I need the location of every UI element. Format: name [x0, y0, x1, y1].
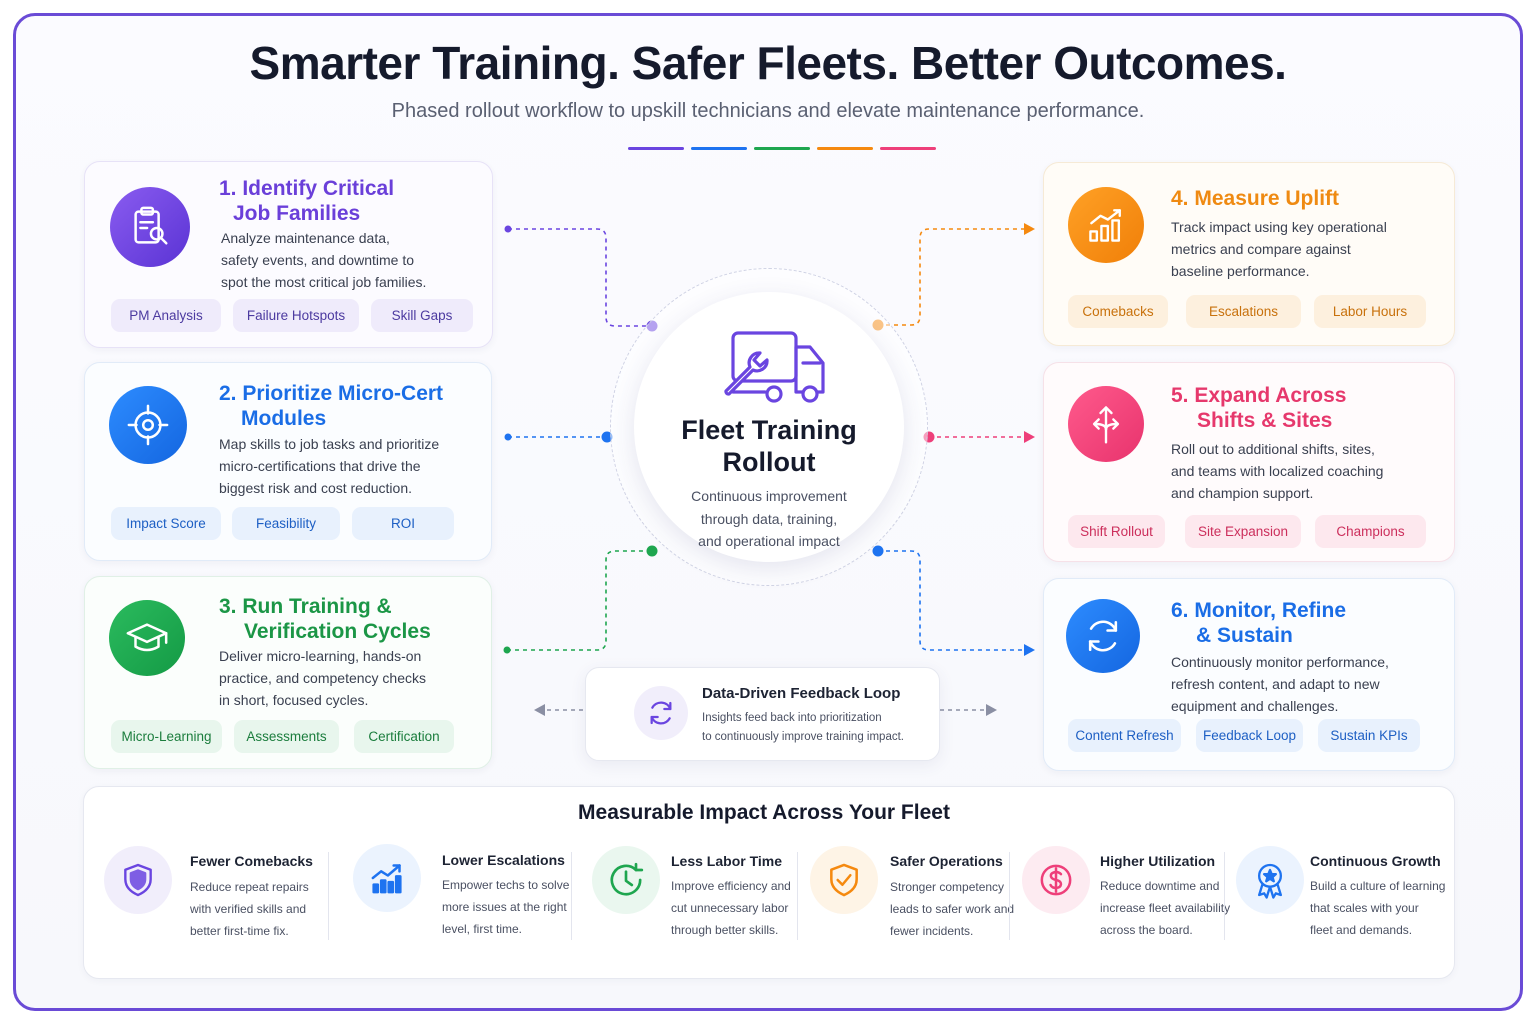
feedback-loop-icon-badge — [634, 686, 688, 740]
page-subtitle: Phased rollout workflow to upskill techn… — [391, 100, 1145, 122]
step-5-icon-badge — [1068, 386, 1144, 462]
impact-3-title: Less Labor Time — [671, 853, 783, 869]
tag-shift-rollout[interactable]: Shift Rollout — [1068, 515, 1165, 548]
tag-feasibility[interactable]: Feasibility — [232, 507, 340, 540]
step-6-title: 6. Monitor, Refine& Sustain — [1171, 599, 1347, 647]
impact-6-title: Continuous Growth — [1310, 853, 1441, 869]
impact-divider — [328, 852, 329, 940]
impact-divider — [571, 852, 572, 940]
tag-roi[interactable]: ROI — [352, 507, 454, 540]
step-6-description: Continuously monitor performance,refresh… — [1171, 654, 1389, 714]
step-6-icon-badge — [1066, 599, 1140, 673]
tag-assessments[interactable]: Assessments — [234, 720, 339, 753]
tag-failure-hotspots[interactable]: Failure Hotspots — [233, 299, 359, 332]
tag-champions[interactable]: Champions — [1315, 515, 1426, 548]
refresh-icon — [1088, 620, 1118, 652]
title-rule-green — [754, 147, 810, 150]
step-5-description: Roll out to additional shifts, sites,and… — [1171, 441, 1384, 501]
tag-comebacks[interactable]: Comebacks — [1068, 295, 1168, 328]
tag-pm-analysis[interactable]: PM Analysis — [111, 299, 221, 332]
bar-chart-up-icon — [1089, 209, 1121, 242]
step-4-title: 4. Measure Uplift — [1171, 187, 1340, 210]
trend-up-chart-icon — [371, 864, 402, 894]
page-title: Smarter Training. Safer Fleets. Better O… — [249, 37, 1287, 89]
graduation-cap-icon — [126, 623, 168, 652]
step-3-icon-badge — [109, 600, 185, 676]
impact-4-icon-badge — [810, 846, 878, 914]
impact-divider — [1009, 852, 1010, 940]
impact-1-title: Fewer Comebacks — [190, 853, 313, 869]
award-ribbon-icon — [1258, 863, 1282, 899]
impact-1-icon-badge — [104, 846, 172, 914]
tag-skill-gaps[interactable]: Skill Gaps — [371, 299, 473, 332]
dollar-icon — [1040, 864, 1072, 896]
tag-sustain-kpis[interactable]: Sustain KPIs — [1318, 719, 1420, 752]
impact-4-title: Safer Operations — [890, 853, 1003, 869]
tag-impact-score[interactable]: Impact Score — [111, 507, 221, 540]
step-3-title: 3. Run Training &Verification Cycles — [219, 595, 431, 643]
title-rule-blue — [691, 147, 747, 150]
impact-title: Measurable Impact Across Your Fleet — [578, 801, 950, 824]
title-rule-pink — [880, 147, 936, 150]
tag-content-refresh[interactable]: Content Refresh — [1068, 719, 1181, 752]
shield-icon — [124, 863, 152, 897]
clipboard-search-icon — [134, 206, 168, 245]
step-4-icon-badge — [1068, 187, 1144, 263]
impact-divider — [797, 852, 798, 940]
impact-2-title: Lower Escalations — [442, 852, 565, 868]
impact-2-icon-badge — [353, 844, 421, 912]
target-icon — [127, 404, 169, 446]
impact-3-icon-badge — [592, 846, 660, 914]
title-rule-orange — [817, 147, 873, 150]
tag-micro-learning[interactable]: Micro-Learning — [111, 720, 222, 753]
impact-5-title: Higher Utilization — [1100, 853, 1216, 869]
tag-escalations[interactable]: Escalations — [1186, 295, 1301, 328]
impact-panel — [83, 786, 1455, 979]
clock-icon — [610, 862, 644, 896]
feedback-loop-card: Data-Driven Feedback Loop Insights feed … — [585, 667, 940, 761]
impact-divider — [1224, 852, 1225, 940]
tag-labor-hours[interactable]: Labor Hours — [1314, 295, 1426, 328]
step-1-icon-badge — [110, 187, 190, 267]
title-rule-purple — [628, 147, 684, 150]
cycle-arrows-icon — [650, 701, 672, 725]
step-1-description: Analyze maintenance data,safety events, … — [221, 230, 427, 290]
feedback-loop-title: Data-Driven Feedback Loop — [702, 685, 901, 702]
branching-arrows-icon — [1092, 406, 1120, 444]
tag-feedback-loop[interactable]: Feedback Loop — [1196, 719, 1303, 752]
tag-site-expansion[interactable]: Site Expansion — [1185, 515, 1301, 548]
impact-5-icon-badge — [1022, 846, 1090, 914]
step-2-icon-badge — [109, 386, 187, 464]
shield-check-icon — [830, 863, 858, 897]
impact-6-icon-badge — [1236, 846, 1304, 914]
tag-certification[interactable]: Certification — [354, 720, 454, 753]
